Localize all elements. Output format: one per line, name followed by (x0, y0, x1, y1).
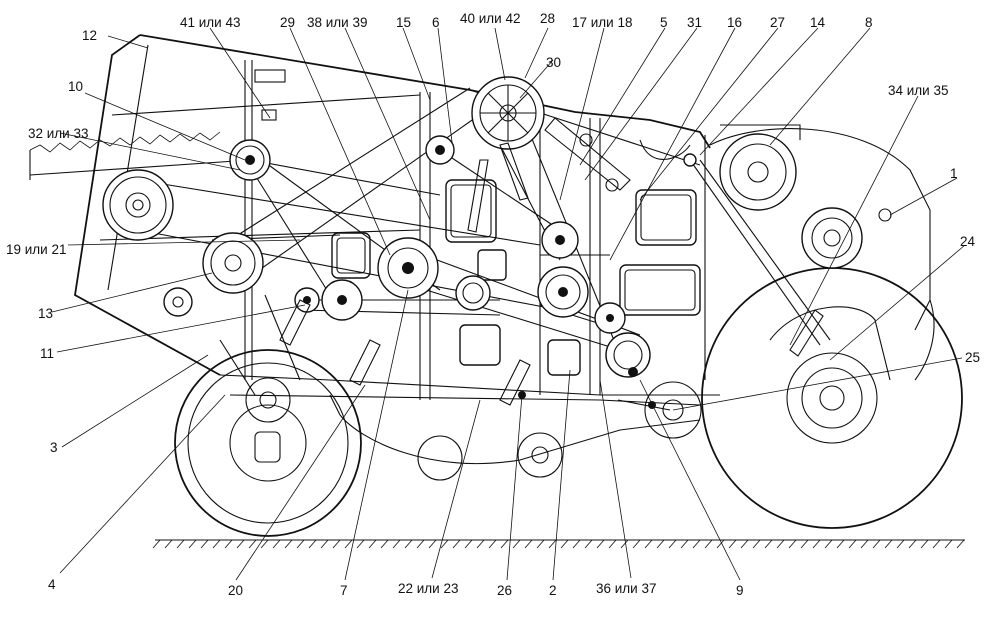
pulley-8 (719, 133, 797, 211)
pulley-16 (541, 221, 579, 259)
pulley-2 (537, 266, 589, 318)
label-15: 15 (396, 15, 411, 30)
label-41-43: 41 или 43 (180, 15, 241, 30)
label-10: 10 (68, 79, 83, 94)
label-12: 12 (82, 28, 97, 43)
label-19-21: 19 или 21 (6, 242, 67, 257)
baler-body-outline (29, 34, 931, 465)
pulley-19 (102, 169, 174, 241)
label-29: 29 (280, 15, 295, 30)
label-7: 7 (340, 583, 348, 598)
label-13: 13 (38, 306, 53, 321)
label-6: 6 (432, 15, 440, 30)
label-30: 30 (546, 55, 561, 70)
pulley-22 (455, 275, 491, 311)
inspection-windows (331, 179, 701, 376)
lower-frame-wheels (417, 381, 702, 481)
tensioner-arms (279, 117, 892, 411)
label-1: 1 (950, 166, 958, 181)
pulley-29 (321, 279, 363, 321)
pulley-36 (605, 332, 651, 378)
callout-labels: 12 41 или 43 29 38 или 39 15 6 40 или 42… (6, 11, 980, 598)
label-16: 16 (727, 15, 742, 30)
label-24: 24 (960, 234, 976, 249)
front-wheel (174, 349, 362, 537)
pulley-28 (471, 76, 545, 150)
label-14: 14 (810, 15, 826, 30)
pulley-13 (202, 232, 264, 294)
label-40-42: 40 или 42 (460, 11, 521, 26)
label-5: 5 (660, 15, 668, 30)
label-26: 26 (497, 583, 512, 598)
label-27: 27 (770, 15, 785, 30)
label-2: 2 (549, 583, 557, 598)
label-25: 25 (965, 350, 980, 365)
label-28: 28 (540, 11, 555, 26)
label-31: 31 (687, 15, 702, 30)
pulley-20 (294, 287, 320, 313)
label-38-39: 38 или 39 (307, 15, 368, 30)
label-8: 8 (865, 15, 873, 30)
label-20: 20 (228, 583, 243, 598)
pulley-1 (801, 207, 863, 269)
pulley-26 (594, 302, 626, 334)
label-32-33: 32 или 33 (28, 126, 89, 141)
small-pulley-11 (163, 287, 193, 317)
label-36-37: 36 или 37 (596, 581, 657, 596)
label-9: 9 (736, 583, 744, 598)
pulley-10 (229, 139, 271, 181)
label-11: 11 (40, 346, 54, 361)
label-17-18: 17 или 18 (572, 15, 633, 30)
pulley-6 (425, 135, 455, 165)
pulley-14 (683, 153, 697, 167)
leader-lines (51, 27, 966, 581)
label-4: 4 (48, 577, 56, 592)
ground-line (152, 539, 965, 549)
label-3: 3 (50, 440, 58, 455)
label-22-23: 22 или 23 (398, 581, 459, 596)
pulley-7 (377, 237, 439, 299)
label-34-35: 34 или 35 (888, 83, 949, 98)
